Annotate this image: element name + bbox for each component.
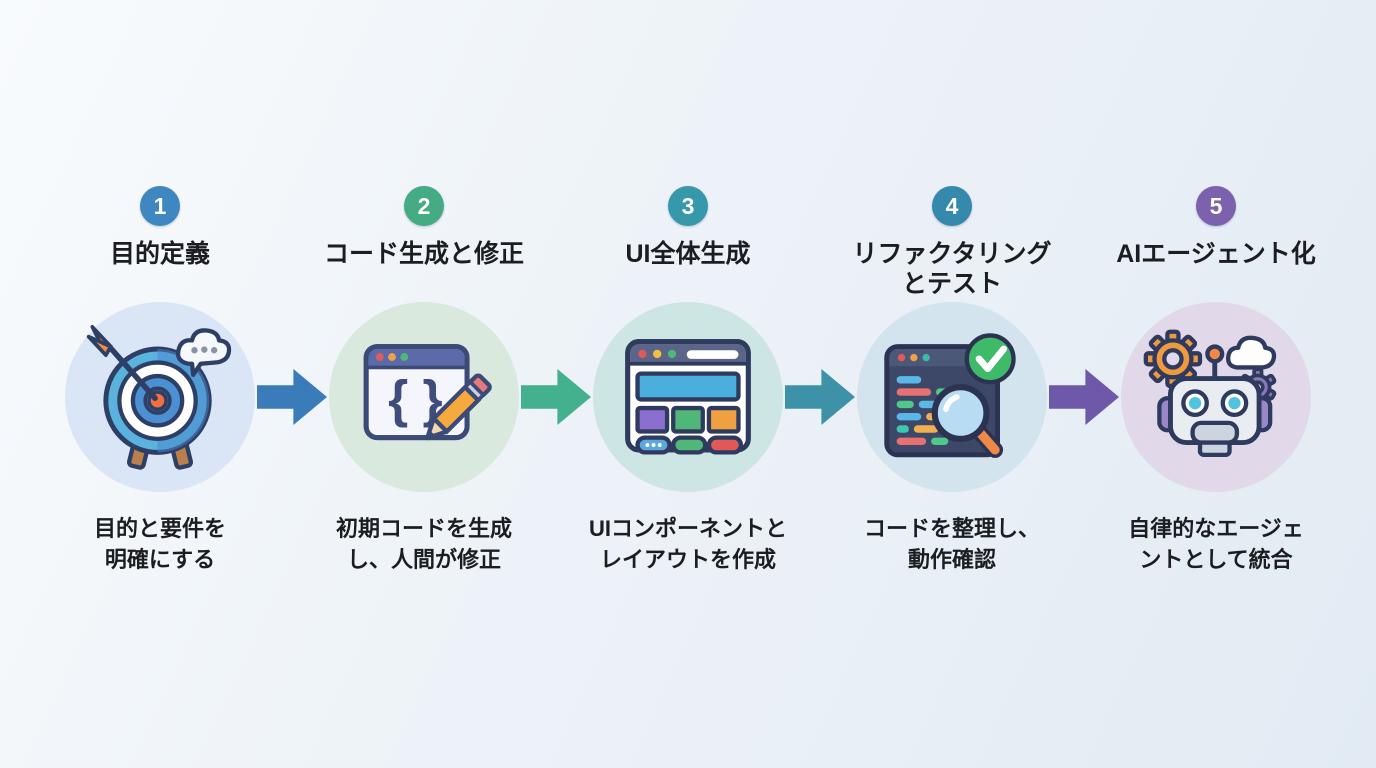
step-2-description-line2: し、人間が修正 [346, 546, 501, 572]
arrow-right-icon [1049, 369, 1119, 425]
step-4-description-line2: 動作確認 [907, 546, 996, 572]
arrow-right-icon [257, 369, 327, 425]
arrow-right-icon [521, 369, 591, 425]
step-1: 1 目的定義 目的と要件を 明確にする [54, 186, 266, 576]
step-3-title: UI全体生成 [625, 240, 751, 268]
step-1-description-line2: 明確にする [104, 546, 216, 572]
step-4-number-badge: 4 [932, 186, 972, 226]
step-5-icon-circle [1121, 302, 1311, 492]
step-3-description-line1: UIコンポーネントと [588, 516, 787, 541]
step-3-description-line2: レイアウトを作成 [599, 546, 776, 572]
step-2-description: 初期コードを生成 し、人間が修正 [336, 514, 512, 576]
step-2-number-badge: 2 [404, 186, 444, 226]
step-5-title: AIエージェント化 [1116, 240, 1316, 268]
code-editor-icon: { } [363, 344, 492, 441]
connector-3 [785, 186, 855, 425]
step-2: 2 コード生成と修正 { } 初期 [318, 186, 530, 576]
step-5-description-line1: 自律的なエージェ [1128, 516, 1304, 541]
step-3-description: UIコンポーネントと レイアウトを作成 [589, 514, 787, 576]
step-4-description: コードを整理し、 動作確認 [864, 514, 1040, 576]
step-1-title: 目的定義 [109, 240, 210, 268]
connector-2 [521, 186, 591, 425]
step-2-icon-circle: { } [329, 302, 519, 492]
step-4-icon-circle [857, 302, 1047, 492]
step-5-description: 自律的なエージェ ントとして統合 [1128, 514, 1304, 576]
step-4-description-line1: コードを整理し、 [863, 516, 1040, 541]
code-review-icon [884, 333, 1016, 458]
browser-ui-icon [625, 339, 751, 455]
step-5-number-badge: 5 [1196, 186, 1236, 226]
step-3-number-badge: 3 [668, 186, 708, 226]
step-2-description-line1: 初期コードを生成 [335, 516, 512, 541]
target-icon [86, 325, 232, 470]
arrow-right-icon [785, 369, 855, 425]
process-flow-diagram: 1 目的定義 目的と要件を 明確にする [54, 186, 1322, 576]
step-1-number-badge: 1 [140, 186, 180, 226]
step-5-description-line2: ントとして統合 [1139, 546, 1293, 572]
connector-1 [257, 186, 327, 425]
step-1-description: 目的と要件を 明確にする [94, 514, 226, 576]
robot-icon [1143, 329, 1277, 457]
step-5: 5 AIエージェント化 [1110, 186, 1322, 576]
step-2-title: コード生成と修正 [323, 240, 524, 268]
step-1-icon-circle [65, 302, 255, 492]
step-1-description-line1: 目的と要件を [93, 516, 226, 541]
connector-4 [1049, 186, 1119, 425]
step-4: 4 リファクタリングとテスト [846, 186, 1058, 576]
step-3: 3 UI全体生成 [582, 186, 794, 576]
step-3-icon-circle [593, 302, 783, 492]
step-4-title: リファクタリングとテスト [852, 240, 1052, 298]
